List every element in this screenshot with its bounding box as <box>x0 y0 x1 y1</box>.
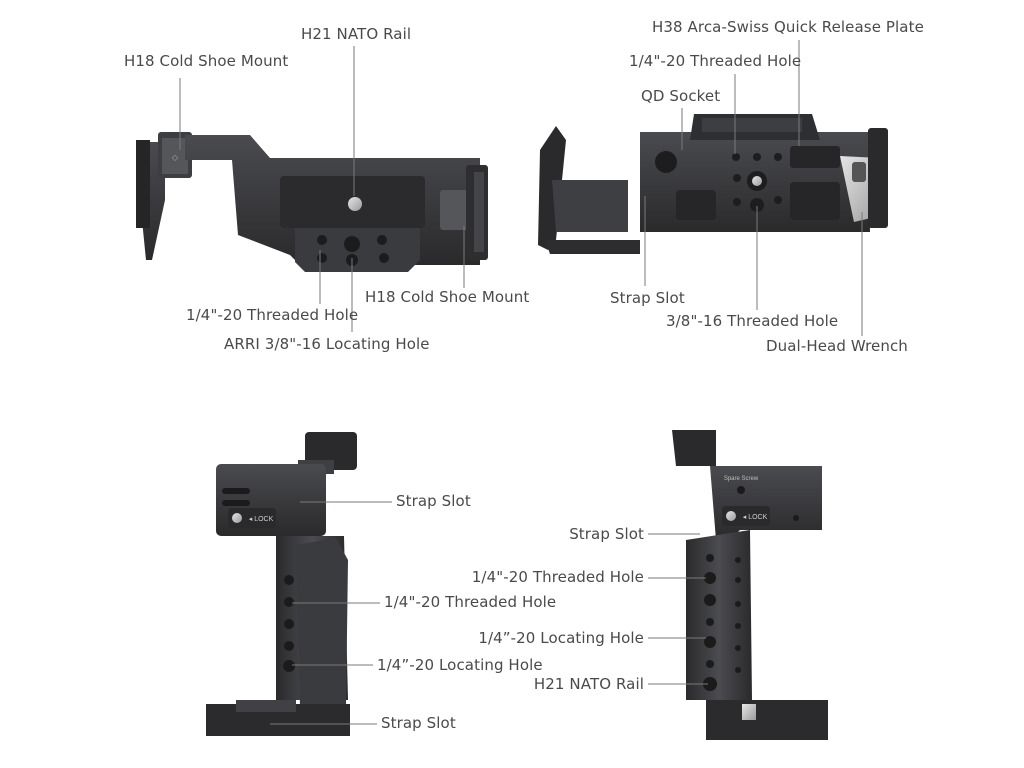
label-threaded-hole-br: 1/4"-20 Threaded Hole <box>471 568 644 586</box>
label-threaded-hole-bl: 1/4"-20 Threaded Hole <box>384 593 557 611</box>
label-arca-swiss-plate: H38 Arca-Swiss Quick Release Plate <box>652 18 924 36</box>
label-dual-head-wrench: Dual-Head Wrench <box>766 337 908 355</box>
cage-front-grip-view: ◂ LOCK <box>206 432 357 736</box>
svg-text:◇: ◇ <box>172 153 179 162</box>
label-strap-slot-tr: Strap Slot <box>610 289 685 307</box>
label-threaded-hole-tl: 1/4"-20 Threaded Hole <box>186 306 359 324</box>
label-h21-nato-rail-br: H21 NATO Rail <box>533 675 644 693</box>
label-threaded-hole-38: 3/8"-16 Threaded Hole <box>666 312 839 330</box>
spare-screw-label: Spare Screw <box>724 476 759 482</box>
lock-label-left: ◂ LOCK <box>249 516 274 523</box>
label-h18-cold-shoe-top: H18 Cold Shoe Mount <box>124 52 289 70</box>
leader-lines <box>179 40 863 725</box>
label-strap-slot-br: Strap Slot <box>569 525 644 543</box>
label-h18-cold-shoe-right: H18 Cold Shoe Mount <box>365 288 530 306</box>
label-qd-socket: QD Socket <box>641 87 721 105</box>
cage-side-view: ◇ <box>136 132 488 272</box>
label-locating-hole-bl: 1/4”-20 Locating Hole <box>377 656 543 674</box>
label-h21-nato-rail-top: H21 NATO Rail <box>301 25 412 43</box>
label-locating-hole-br: 1/4”-20 Locating Hole <box>478 629 644 647</box>
cage-rear-view: Spare Screw ◂ LOCK <box>672 430 828 740</box>
label-arri-locating-hole: ARRI 3/8"-16 Locating Hole <box>224 335 430 353</box>
label-strap-slot-bl-bottom: Strap Slot <box>381 714 456 732</box>
cage-bottom-view <box>538 114 888 254</box>
label-strap-slot-bl-top: Strap Slot <box>396 492 471 510</box>
lock-label-right: ◂ LOCK <box>743 514 768 521</box>
label-threaded-hole-tr: 1/4"-20 Threaded Hole <box>629 52 802 70</box>
